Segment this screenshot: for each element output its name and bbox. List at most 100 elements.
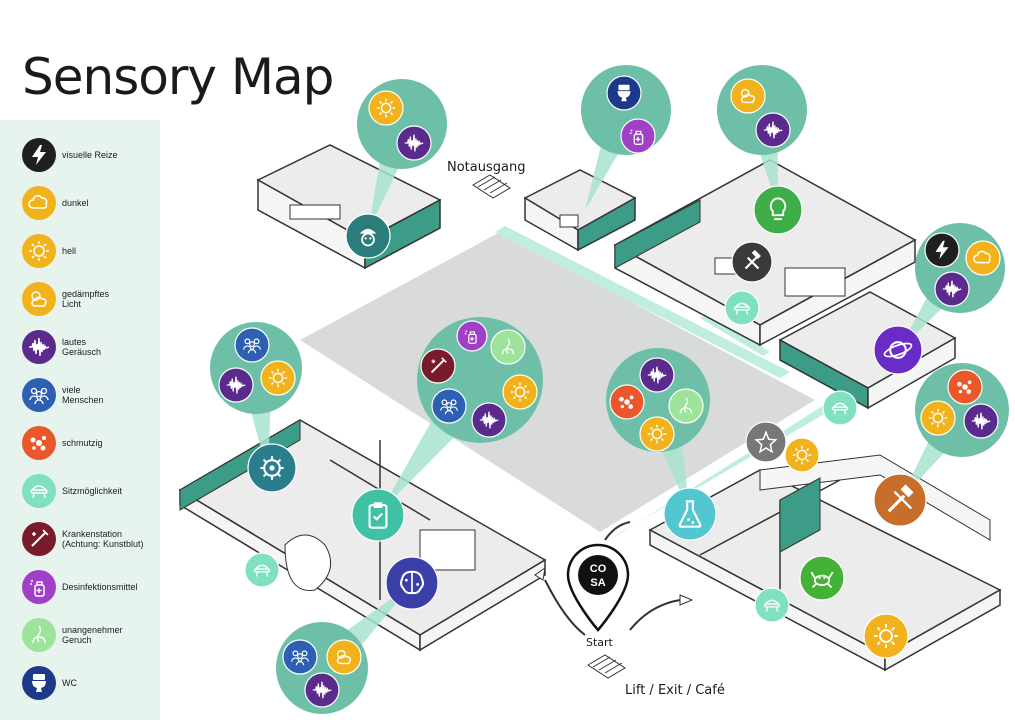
arrow-icon — [534, 566, 546, 581]
legend-label: gedämpftes Licht — [62, 289, 110, 309]
sensory-callouts — [210, 65, 1009, 714]
sun-cloud-icon — [22, 282, 56, 316]
lightning-icon — [22, 138, 56, 172]
legend: visuelle Reize dunkel hell gedämpftes Licht… — [0, 120, 160, 720]
soundwave-icon — [471, 402, 507, 438]
legend-item: WC — [22, 666, 162, 700]
legend-label: hell — [62, 246, 77, 256]
sun-icon — [260, 360, 296, 396]
legend-label: dunkel — [62, 198, 89, 208]
legend-item: schmutzig — [22, 426, 162, 460]
legend-item: unangenehmer Geruch — [22, 618, 162, 652]
logo-text: CO — [590, 563, 607, 575]
people-icon — [234, 327, 270, 363]
people-icon — [431, 388, 467, 424]
sun-icon — [920, 400, 956, 436]
lightning-icon — [924, 232, 960, 268]
spray-icon — [620, 118, 656, 154]
room-visual — [778, 291, 957, 410]
room-wc — [523, 169, 637, 252]
smell-icon — [668, 388, 704, 424]
sun-icon — [784, 437, 820, 473]
tools-icon — [873, 473, 927, 527]
clipboard-icon — [351, 488, 405, 542]
legend-item: lautes Geräusch — [22, 330, 162, 364]
seat-icon — [822, 390, 858, 426]
legend-label: schmutzig — [62, 438, 103, 448]
soundwave-icon — [22, 330, 56, 364]
splat-icon — [22, 426, 56, 460]
sun-cloud-icon — [730, 78, 766, 114]
splat-icon — [609, 384, 645, 420]
people-icon — [282, 639, 318, 675]
legend-item: visuelle Reize — [22, 138, 162, 172]
logo-text: SA — [590, 577, 605, 589]
legend-label: Sitzmöglichkeit — [62, 486, 123, 496]
syringe-icon — [420, 348, 456, 384]
spray-icon — [456, 320, 488, 352]
smell-icon — [490, 329, 526, 365]
legend-item: Krankenstation (Achtung: Kunstblut) — [22, 522, 162, 556]
emergency-exit-label: Notausgang — [447, 160, 526, 175]
legend-item: hell — [22, 234, 162, 268]
people-icon — [22, 378, 56, 412]
legend-label: Krankenstation (Achtung: Kunstblut) — [62, 529, 144, 549]
route-line — [544, 579, 586, 636]
planet-icon — [873, 325, 923, 375]
soundwave-icon — [218, 367, 254, 403]
star-icon — [745, 421, 787, 463]
seat-icon — [244, 552, 280, 588]
smell-icon — [22, 618, 56, 652]
legend-item: dunkel — [22, 186, 162, 220]
sun-icon — [863, 613, 909, 659]
crab-icon — [799, 555, 845, 601]
room-workshop-north — [613, 159, 917, 347]
soundwave-icon — [304, 672, 340, 708]
sun-icon — [639, 416, 675, 452]
hammer-icon — [731, 241, 773, 283]
route-line — [629, 599, 681, 631]
seat-icon — [724, 290, 760, 326]
soundwave-icon — [755, 112, 791, 148]
cloud-icon — [965, 240, 1001, 276]
flask-icon — [663, 487, 717, 541]
soundwave-icon — [396, 125, 432, 161]
sun-icon — [502, 374, 538, 410]
walkway — [495, 226, 790, 378]
start-label: Start — [586, 636, 613, 649]
splat-icon — [947, 369, 983, 405]
legend-label: lautes Geräusch — [62, 337, 102, 357]
legend-item: Sitzmöglichkeit — [22, 474, 162, 508]
soundwave-icon — [639, 357, 675, 393]
gear-icon — [247, 443, 297, 493]
legend-label: viele Menschen — [62, 385, 104, 405]
soundwave-icon — [963, 403, 999, 439]
legend-label: Desinfektionsmittel — [62, 582, 138, 592]
toilet-icon — [22, 666, 56, 700]
callout-bubble — [606, 348, 710, 452]
seat-icon — [22, 474, 56, 508]
legend-label: WC — [62, 678, 77, 688]
sun-cloud-icon — [326, 639, 362, 675]
cloud-icon — [22, 186, 56, 220]
legend-item: Desinfektionsmittel — [22, 570, 162, 604]
legend-item: gedämpftes Licht — [22, 282, 162, 316]
seat-icon — [754, 587, 790, 623]
spray-icon — [22, 570, 56, 604]
route-line — [604, 521, 631, 541]
start-pin: CO SA — [566, 543, 630, 632]
sun-icon — [368, 90, 404, 126]
bulb-icon — [753, 185, 803, 235]
legend-label: unangenehmer Geruch — [62, 625, 123, 645]
legend-label: visuelle Reize — [62, 150, 118, 160]
pirate-icon — [345, 213, 391, 259]
sun-icon — [22, 234, 56, 268]
stairs-icon — [472, 174, 511, 199]
toilet-icon — [606, 75, 642, 111]
walkway — [700, 314, 770, 356]
arrow-icon — [679, 594, 694, 606]
page-title: Sensory Map — [22, 48, 334, 106]
stairs-icon — [587, 654, 626, 679]
soundwave-icon — [934, 271, 970, 307]
